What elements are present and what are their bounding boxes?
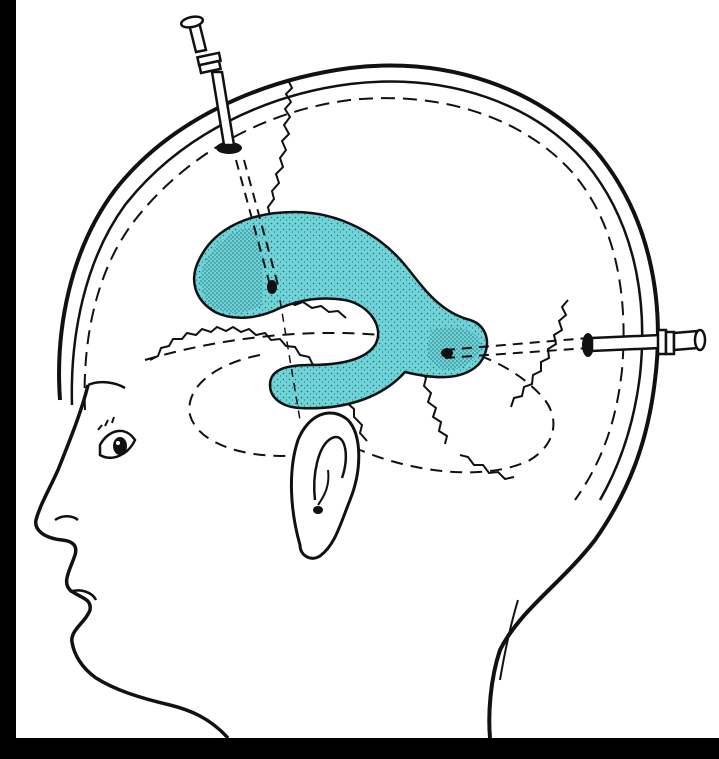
eyebrow <box>88 382 125 388</box>
frontal-horn-shading <box>200 228 263 313</box>
needle-tip-occipital <box>441 348 453 358</box>
neck-line <box>500 600 518 680</box>
coronal-suture <box>263 80 292 231</box>
nose-detail <box>55 516 78 520</box>
occipital-suture <box>420 370 447 444</box>
illustration-canvas <box>16 0 719 738</box>
basal-suture <box>460 455 514 479</box>
ventricular-puncture-illustration <box>16 0 719 738</box>
needle-tip-frontal <box>267 280 277 294</box>
needle-icon <box>180 15 242 154</box>
eye-icon <box>98 417 135 458</box>
needle-icon <box>582 330 705 357</box>
ear-icon <box>291 413 358 558</box>
